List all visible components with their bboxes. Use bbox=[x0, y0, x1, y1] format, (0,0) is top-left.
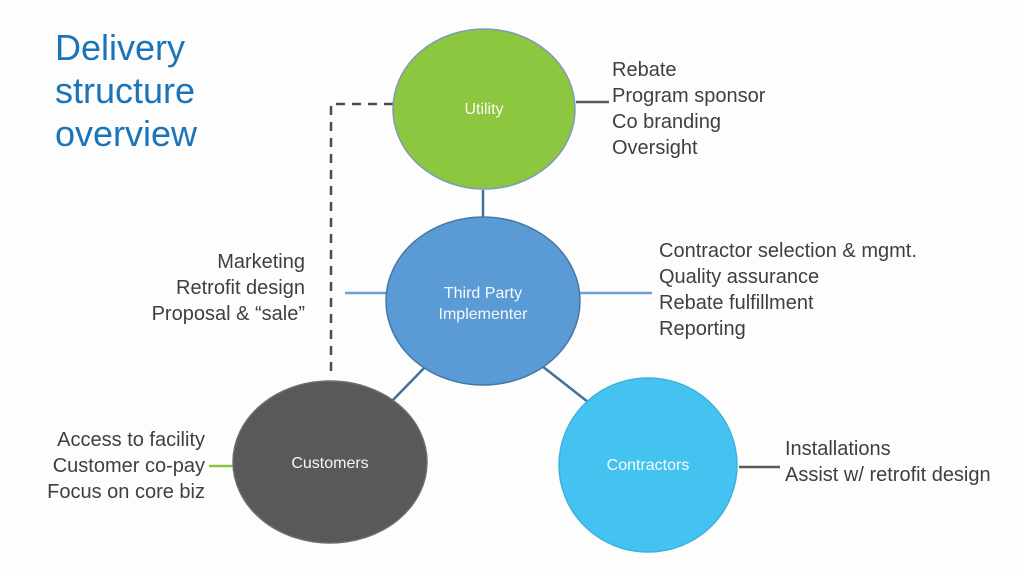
utility-circle bbox=[392, 28, 576, 190]
implementer-customers-connector bbox=[390, 362, 430, 403]
contractors-circle bbox=[558, 377, 738, 553]
utility-annotation: Rebate Program sponsor Co branding Overs… bbox=[612, 59, 766, 159]
implementer-contractors-connector bbox=[541, 365, 589, 403]
contractors-label: Contractors bbox=[606, 457, 690, 474]
customers-annotation: Access to facility Customer co-pay Focus… bbox=[47, 429, 205, 503]
customers-label: Customers bbox=[291, 455, 369, 472]
implementer-circle bbox=[385, 216, 581, 386]
implementer-left-annotation: Marketing Retrofit design Proposal & “sa… bbox=[151, 251, 305, 325]
slide-title: Delivery structure overview bbox=[55, 27, 198, 154]
utility-customers-dashed-connector bbox=[329, 102, 393, 377]
customers-circle bbox=[232, 380, 428, 544]
implementer-label: Third Party Implementer bbox=[438, 285, 528, 323]
contractors-annotation: Installations Assist w/ retrofit design bbox=[785, 438, 991, 486]
implementer-right-annotation: Contractor selection & mgmt. Quality ass… bbox=[659, 240, 917, 340]
utility-label: Utility bbox=[464, 101, 504, 118]
